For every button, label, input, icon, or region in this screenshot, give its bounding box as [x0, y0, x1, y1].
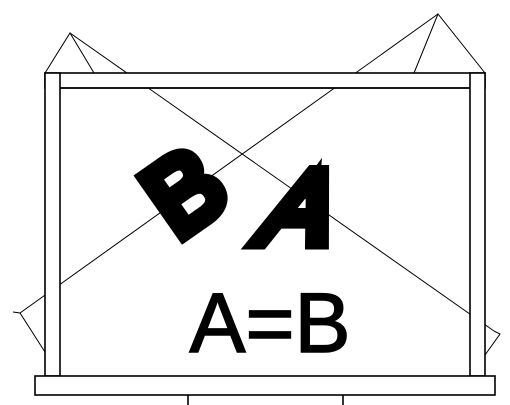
frame-right-post [469, 72, 486, 377]
bottom-left-bracket [12, 311, 53, 364]
outline-letter-a-stroke-inner: A [244, 149, 360, 265]
frame-top-beam [44, 72, 486, 89]
top-right-bracket [413, 13, 486, 74]
top-left-bracket [44, 32, 95, 74]
outline-letter-b-stroke-inner: B [123, 125, 246, 260]
outline-letter-a: A A A A A [237, 142, 366, 271]
outline-letter-b: B B B B B [117, 118, 253, 266]
frame-left-post [44, 72, 61, 377]
diagonal-line-top-right-to-bottom-left [19, 13, 439, 314]
equation-label: A=B [189, 276, 350, 370]
frame-base-plate [34, 375, 496, 396]
frame [34, 72, 496, 405]
